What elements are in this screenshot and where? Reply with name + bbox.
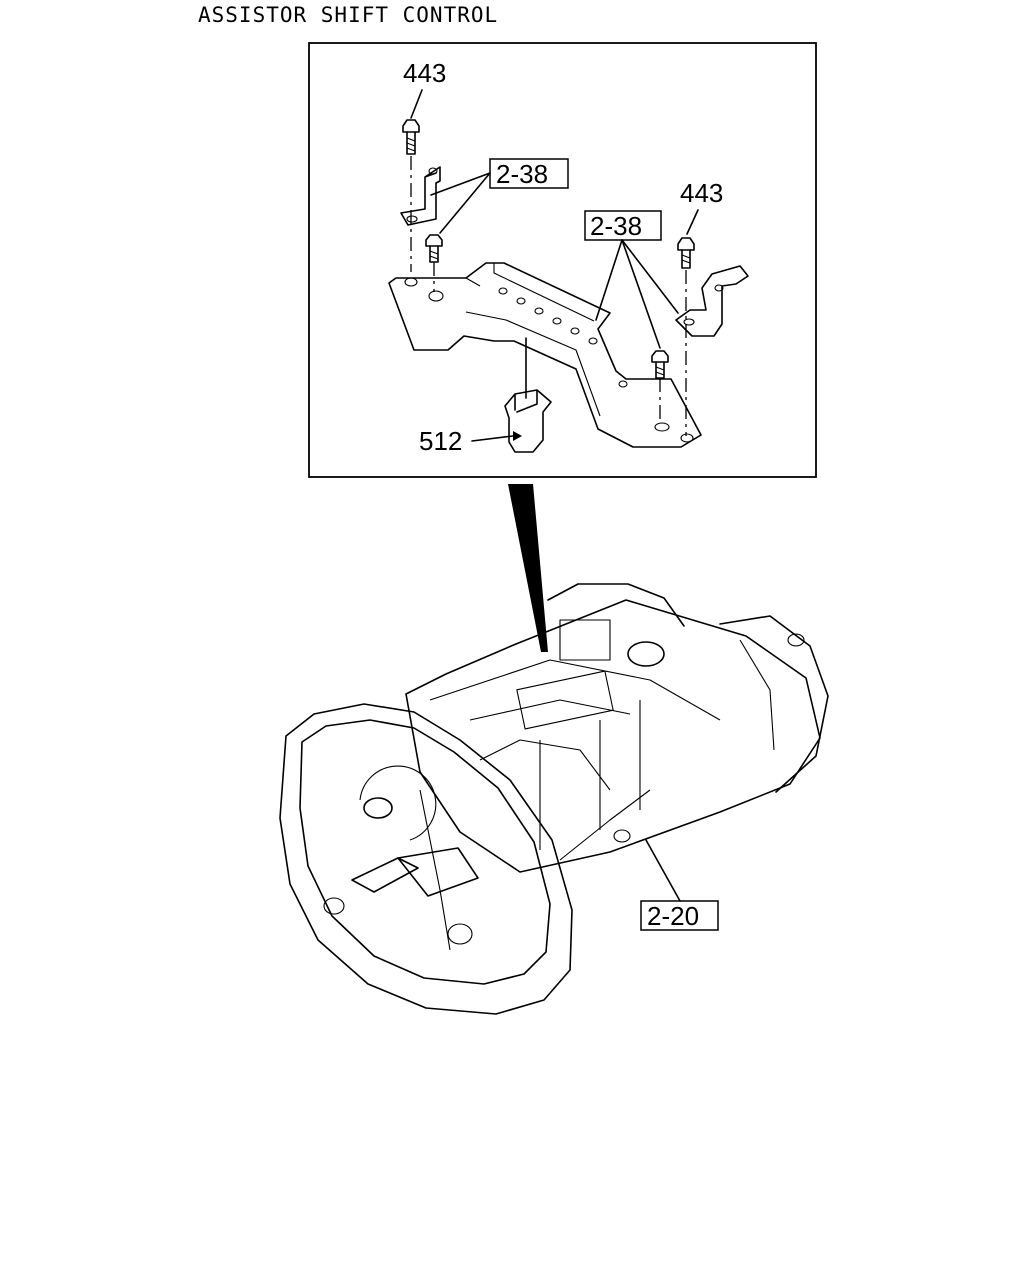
- bolt-small-right-shape: [651, 350, 669, 379]
- transmission-assembly-shape: [279, 583, 829, 1015]
- bolt-443-left-shape: [402, 119, 420, 155]
- callout-443-left[interactable]: 443: [403, 58, 446, 88]
- bolt-443-right-shape: [677, 237, 695, 269]
- callout-box-2-38-right: [584, 210, 662, 241]
- callout-box-2-38-left: [489, 158, 569, 189]
- callout-443-right[interactable]: 443: [680, 178, 723, 208]
- callout-512[interactable]: 512: [419, 426, 462, 456]
- detail-frame: [308, 42, 817, 478]
- callout-2-20[interactable]: 2-20: [647, 901, 699, 931]
- bracket-left-shape: [400, 166, 441, 226]
- stay-bracket-shape: [388, 262, 702, 448]
- callout-2-38-left[interactable]: 2-38: [496, 159, 548, 189]
- clip-512-shape: [504, 389, 552, 453]
- detail-pointer: [508, 484, 548, 652]
- callout-2-38-right[interactable]: 2-38: [590, 211, 642, 241]
- bracket-right-shape: [675, 265, 749, 337]
- bolt-small-left-shape: [425, 234, 443, 263]
- diagram-title: ASSISTOR SHIFT CONTROL: [198, 3, 499, 27]
